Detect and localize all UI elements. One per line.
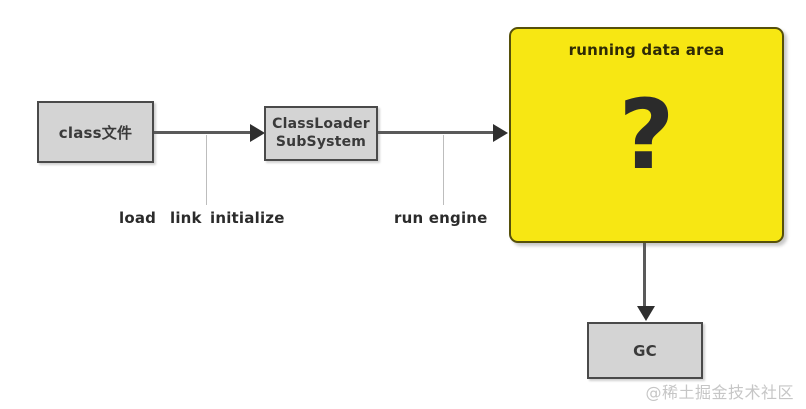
node-class-file-label: class文件 xyxy=(58,123,133,142)
tick-connector-run-engine xyxy=(443,135,444,205)
node-classloader-label-line2: SubSystem xyxy=(275,133,367,150)
node-classloader-subsystem: ClassLoader SubSystem xyxy=(264,106,378,161)
watermark-text: @稀土掘金技术社区 xyxy=(645,383,794,402)
edge-classloader-to-runtime-area xyxy=(378,131,496,134)
node-classloader-text: ClassLoader SubSystem xyxy=(272,116,370,151)
arrow-head-to-classloader xyxy=(250,124,265,142)
node-classloader-label-line1: ClassLoader xyxy=(272,116,370,132)
running-data-area-title: running data area xyxy=(568,41,725,59)
arrow-head-to-runtime-area xyxy=(493,124,508,142)
node-gc-label: GC xyxy=(633,341,657,360)
arrow-head-to-gc xyxy=(637,306,655,321)
edge-label-initialize: initialize xyxy=(210,209,285,227)
question-mark-symbol: ? xyxy=(618,79,675,191)
edge-label-run-engine: run engine xyxy=(394,209,488,227)
edge-label-link: link xyxy=(170,209,202,227)
node-running-data-area: running data area ? xyxy=(509,27,784,243)
node-class-file: class文件 xyxy=(37,101,154,163)
edge-label-load: load xyxy=(119,209,157,227)
edge-runtime-area-to-gc xyxy=(643,243,646,311)
tick-connector-load-phase xyxy=(206,135,207,205)
edge-class-file-to-classloader xyxy=(154,131,254,134)
node-gc: GC xyxy=(587,322,703,379)
